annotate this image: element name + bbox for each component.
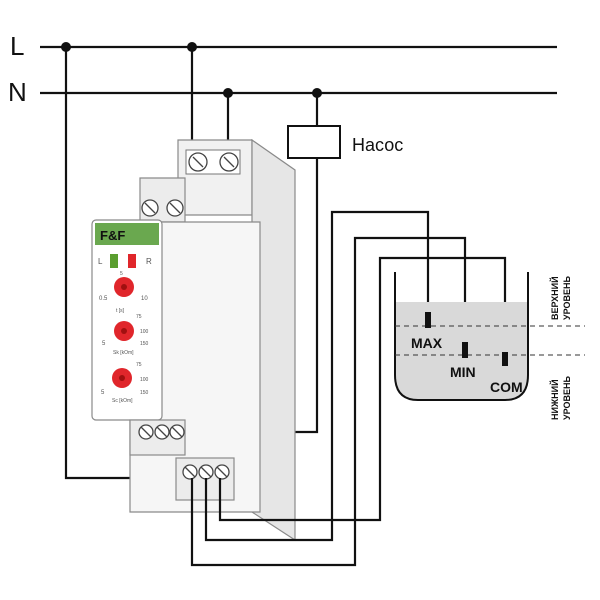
max-label: MAX	[411, 335, 443, 351]
knob1-min: 0.5	[99, 296, 108, 302]
knob1-unit: t [s]	[116, 308, 125, 314]
com-probe	[502, 352, 508, 366]
upper-level-word2: УРОВЕНЬ	[562, 276, 572, 320]
lower-level-word2: УРОВЕНЬ	[562, 376, 572, 420]
knob3-max: 150	[140, 390, 149, 396]
led-right-label: R	[146, 257, 152, 266]
lower-level-word1: НИЖНИЙ	[549, 379, 560, 420]
pump-box	[287, 125, 341, 159]
knob2-mid: 75	[136, 314, 142, 320]
front-panel	[91, 219, 163, 421]
knob2-min: 5	[102, 341, 106, 347]
tank-outline	[394, 272, 529, 401]
knob1-max: 10	[141, 296, 148, 302]
min-label: MIN	[450, 364, 476, 380]
knob2-extra: 100	[140, 329, 149, 335]
led-green	[110, 254, 118, 268]
knob3-min: 5	[101, 390, 105, 396]
wire-com-probe	[218, 256, 507, 522]
lower-level-caption: НИЖНИЙ УРОВЕНЬ	[549, 376, 572, 420]
pump-label: Насос	[352, 135, 403, 155]
relay-module: F&F L R 0.5 10 5 t [s] 5 75 100 150 Sk […	[91, 138, 296, 542]
led-left-label: L	[98, 257, 103, 266]
knob2-unit: Sk [kOm]	[113, 350, 134, 356]
knob3-unit: Sc [kOm]	[112, 398, 133, 404]
upper-level-caption: ВЕРХНИЙ УРОВЕНЬ	[549, 276, 572, 320]
min-probe	[462, 342, 468, 358]
line-l-label: L	[10, 31, 24, 61]
knob1-mid: 5	[120, 271, 123, 277]
wire-max-probe	[204, 210, 430, 542]
led-red	[128, 254, 136, 268]
brand-logo: F&F	[100, 228, 125, 243]
knob3-mid: 75	[136, 362, 142, 368]
upper-level-word1: ВЕРХНИЙ	[549, 276, 560, 320]
max-probe	[425, 312, 431, 328]
brand-bar	[95, 223, 159, 245]
knob3-extra: 100	[140, 377, 149, 383]
line-n-label: N	[8, 77, 27, 107]
com-label: COM	[490, 379, 523, 395]
wire-min-probe	[190, 236, 467, 567]
knob2-max: 150	[140, 341, 149, 347]
